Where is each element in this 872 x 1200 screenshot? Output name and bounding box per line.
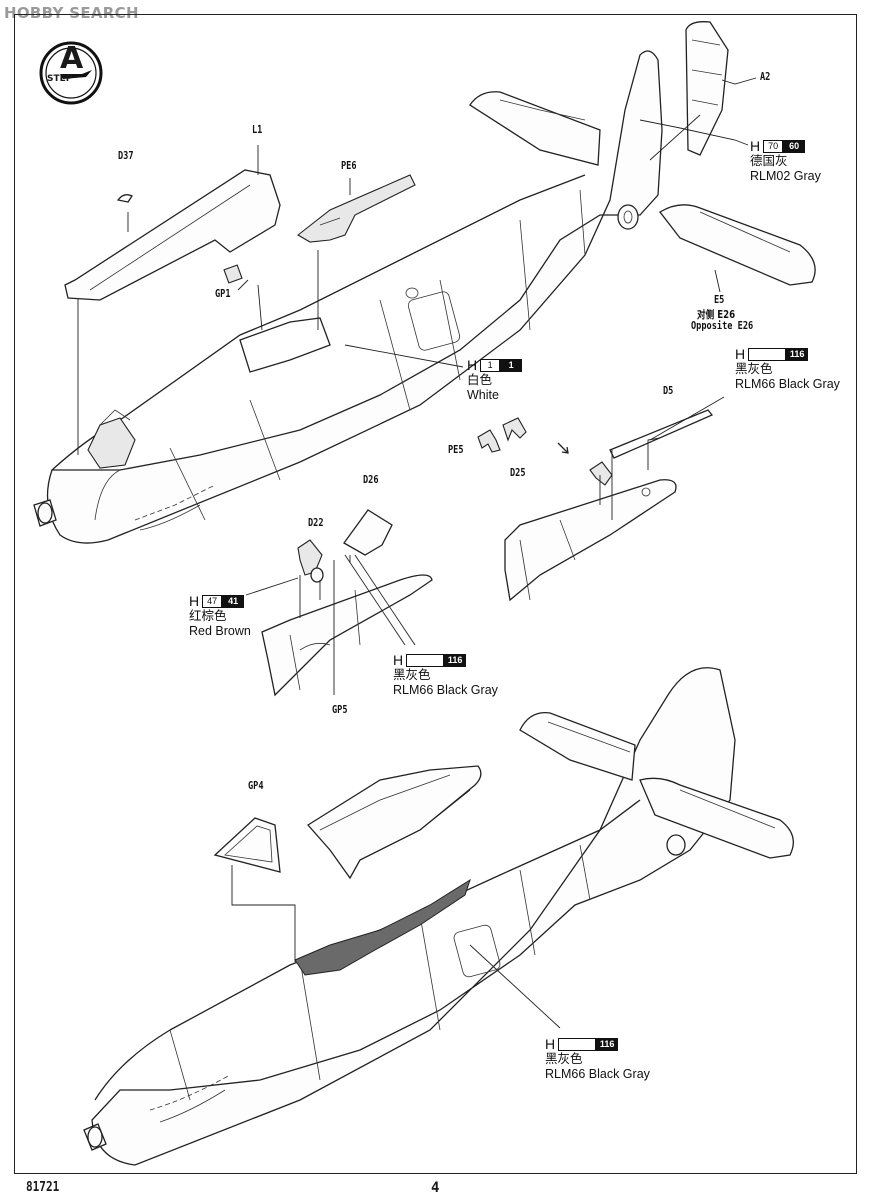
color-name-cn: 黑灰色 — [735, 362, 773, 376]
part-label-pe5: PE5 — [448, 444, 464, 456]
color-code-badge: 60 — [783, 140, 806, 153]
color-code-badge: 116 — [596, 1038, 619, 1051]
color-code-badge: 41 — [222, 595, 245, 608]
color-name-cn: 黑灰色 — [545, 1052, 583, 1066]
color-callout-rlm66-cockpit: H 116 黑灰色 RLM66 Black Gray — [545, 1037, 650, 1082]
color-code-badge: 116 — [444, 654, 467, 667]
color-code-box — [406, 654, 445, 667]
part-label-gp1: GP1 — [215, 288, 231, 300]
part-label-d37: D37 — [118, 150, 134, 162]
part-label-l1: L1 — [252, 124, 263, 136]
part-label-d5: D5 — [663, 385, 674, 397]
step-badge — [39, 41, 103, 105]
color-code-box: 70 — [763, 140, 784, 153]
part-label-e26-en: Opposite E26 — [691, 320, 754, 332]
kit-number: 81721 — [26, 1180, 60, 1195]
step-arrow-icon — [60, 70, 92, 79]
part-label-e26-cn: 对侧 E26 — [697, 309, 736, 321]
hobby-color-prefix: H — [735, 346, 746, 362]
color-code-box: 1 — [480, 359, 501, 372]
color-code-box: 47 — [202, 595, 223, 608]
hobby-color-prefix: H — [545, 1036, 556, 1052]
leader-lines — [77, 77, 757, 1029]
color-callout-rlm66-d26: H 116 黑灰色 RLM66 Black Gray — [393, 653, 498, 698]
hobby-color-prefix: H — [393, 652, 404, 668]
watermark-text: HOBBY SEARCH — [4, 4, 139, 22]
hobby-color-prefix: H — [467, 357, 478, 373]
color-code-badge: 116 — [786, 348, 809, 361]
part-label-gp4: GP4 — [248, 780, 264, 792]
step-label: STEP — [47, 74, 73, 84]
color-name-cn: 红棕色 — [189, 609, 227, 623]
upper-fuselage — [33, 21, 816, 544]
part-label-a2: A2 — [760, 71, 771, 83]
part-label-pe6: PE6 — [341, 160, 357, 172]
color-name-cn: 黑灰色 — [393, 668, 431, 682]
part-label-d26: D26 — [363, 474, 379, 486]
page-number: 4 — [431, 1180, 440, 1196]
step-number: A — [60, 41, 84, 76]
part-label-d25: D25 — [510, 467, 526, 479]
color-callout-rlm66-d5: H 116 黑灰色 RLM66 Black Gray — [735, 347, 840, 392]
color-name-en: RLM02 Gray — [750, 169, 821, 183]
color-name-en: RLM66 Black Gray — [393, 683, 498, 697]
color-name-en: Red Brown — [189, 624, 251, 638]
color-name-cn: 德国灰 — [750, 154, 788, 168]
middle-subassemblies — [261, 409, 714, 697]
part-label-gp5: GP5 — [332, 704, 348, 716]
hobby-color-prefix: H — [750, 138, 761, 154]
color-name-en: White — [467, 388, 499, 402]
part-label-e5: E5 — [714, 294, 725, 306]
color-code-badge: 1 — [500, 359, 523, 372]
color-code-box — [558, 1038, 597, 1051]
color-name-en: RLM66 Black Gray — [735, 377, 840, 391]
color-name-cn: 白色 — [467, 373, 493, 387]
color-code-box — [748, 348, 787, 361]
color-name-en: RLM66 Black Gray — [545, 1067, 650, 1081]
part-label-d22: D22 — [308, 517, 324, 529]
page-frame — [14, 14, 857, 1174]
hobby-color-prefix: H — [189, 593, 200, 609]
lower-fuselage — [83, 667, 794, 1166]
